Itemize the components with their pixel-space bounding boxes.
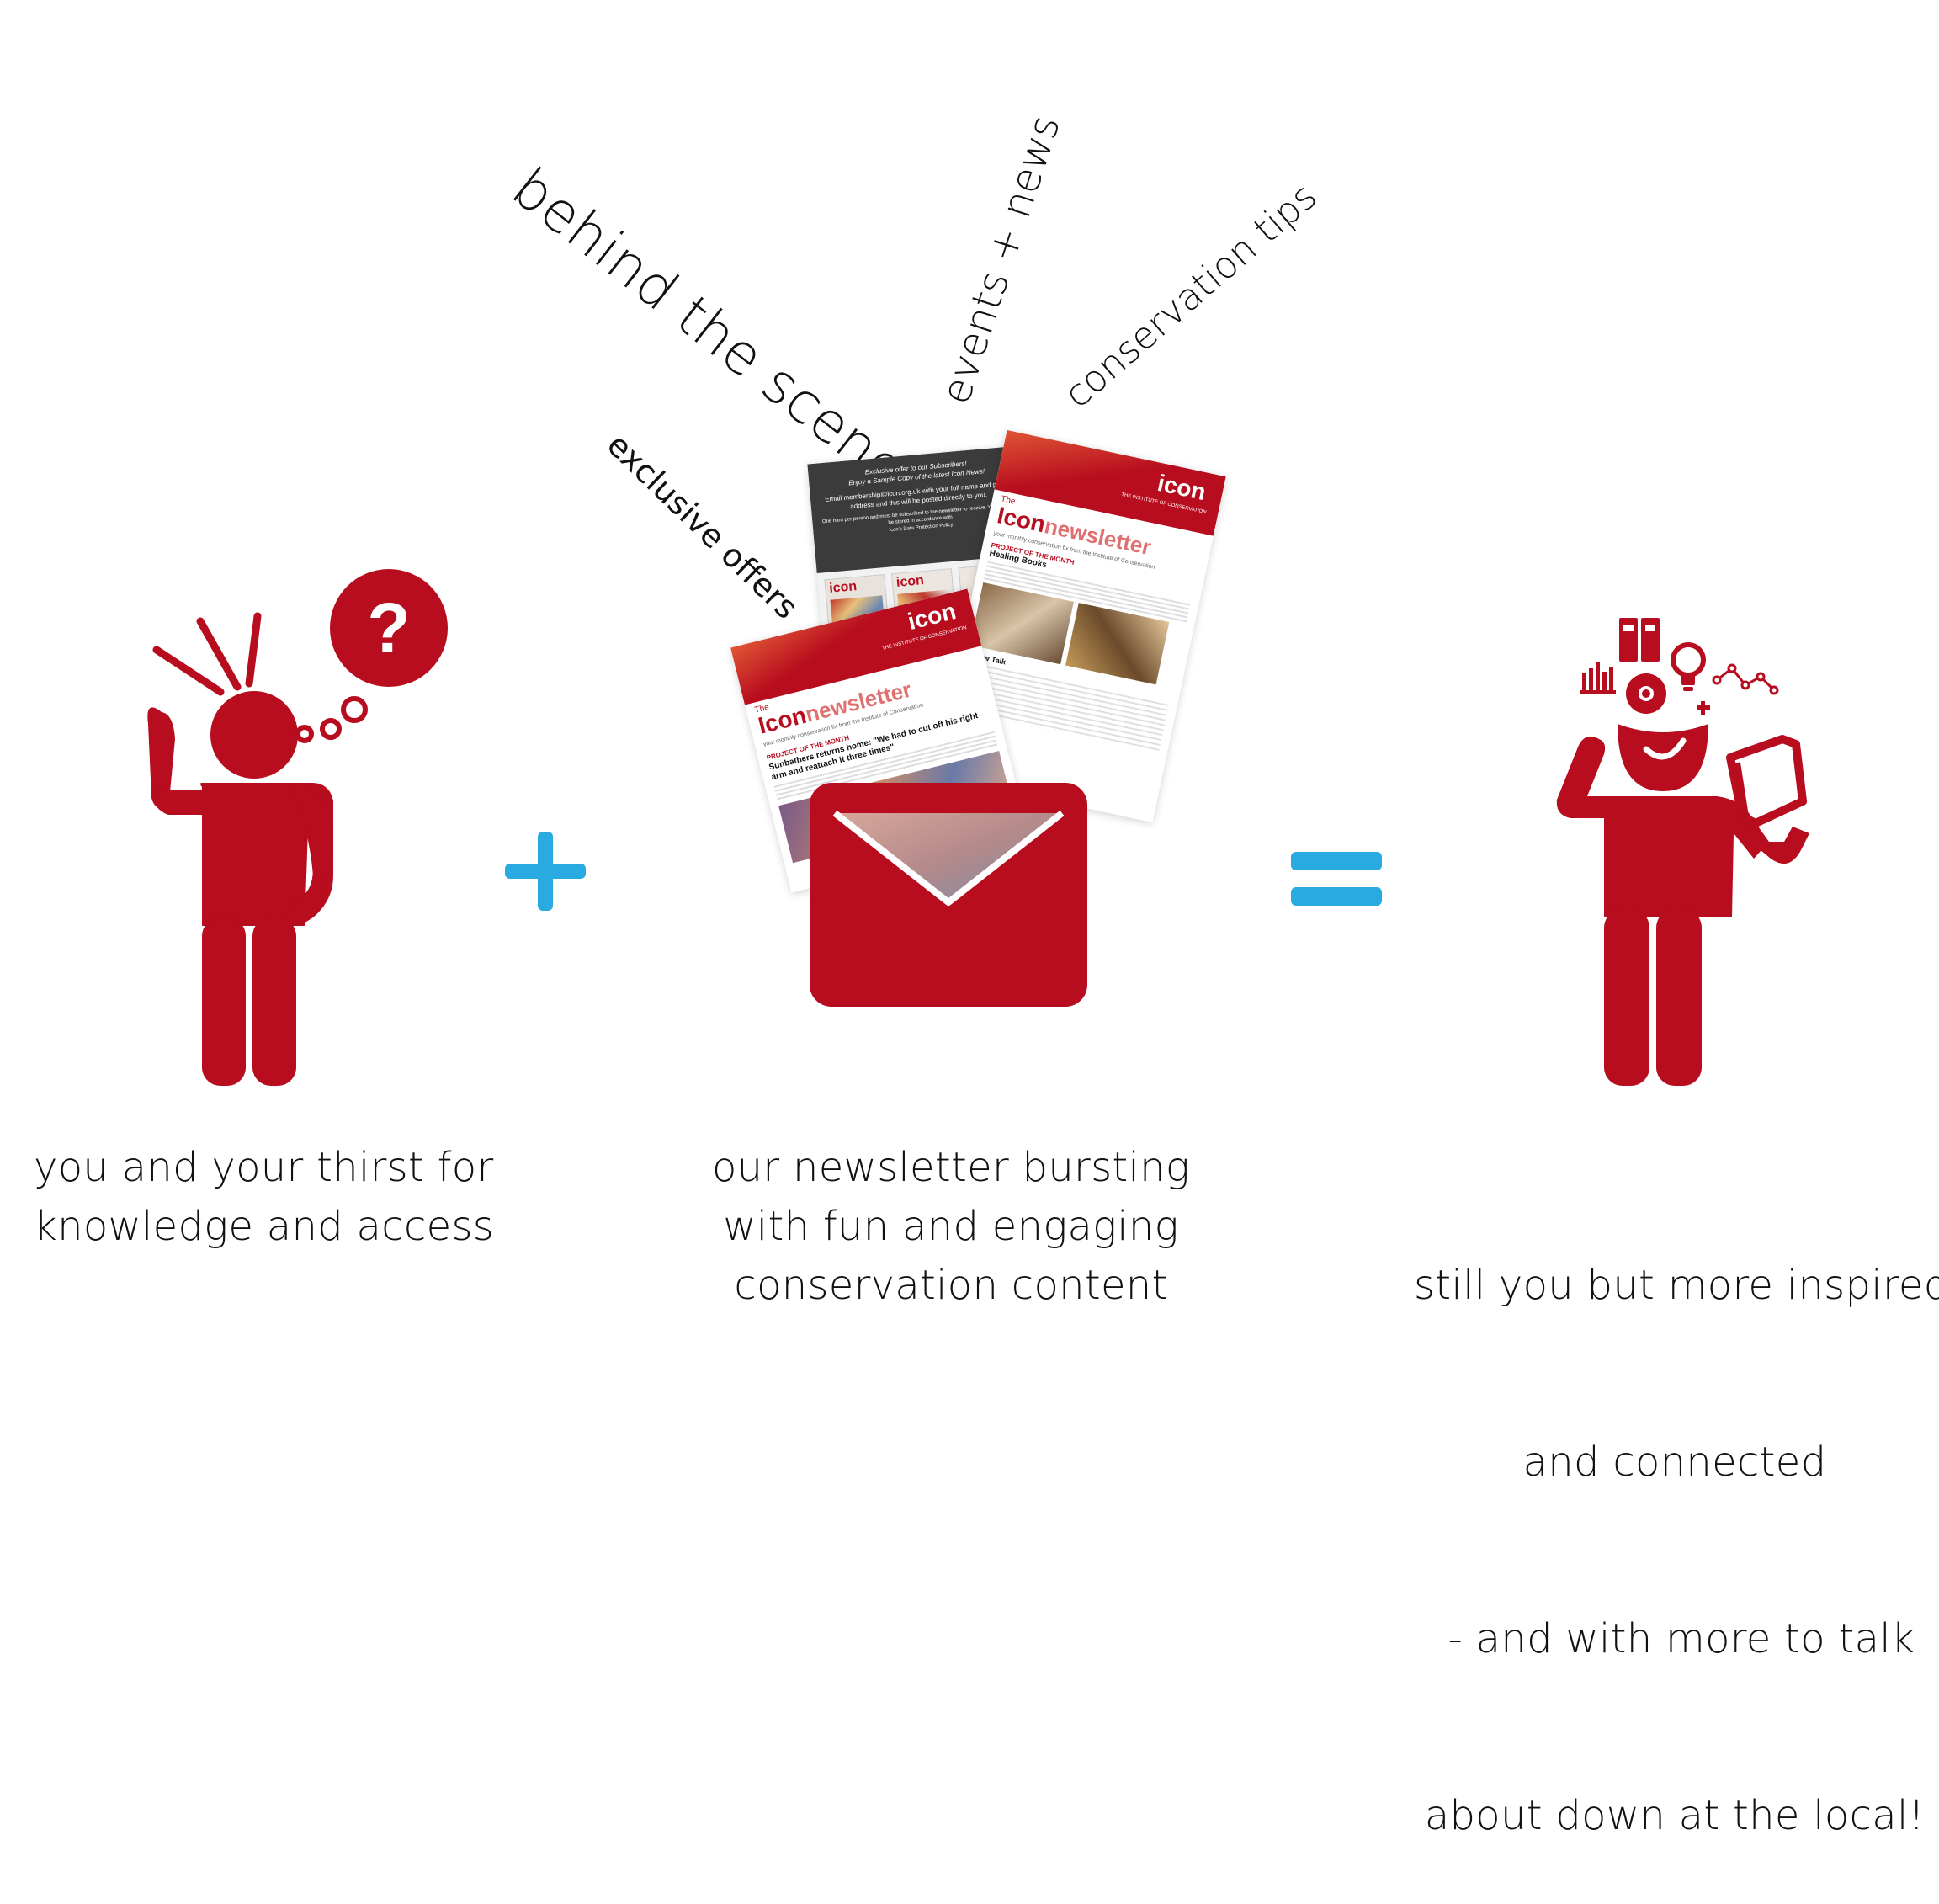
right-caption-line-1: still you but more inspired <box>1414 1262 1939 1309</box>
label-events-news: events + news <box>932 109 1070 410</box>
middle-caption-line-1: our newsletter bursting <box>712 1144 1190 1191</box>
right-caption-line-4: about down at the local! <box>1424 1792 1926 1839</box>
left-caption: you and your thirst for knowledge and ac… <box>34 1138 505 1256</box>
label-exclusive-offers: exclusive offers <box>599 426 805 626</box>
label-conservation-tips: conservation tips <box>1056 174 1325 417</box>
left-caption-line-1: you and your thirst for <box>34 1144 494 1191</box>
right-caption-line-3: - and with more to talk <box>1434 1615 1915 1662</box>
middle-caption-line-2: with fun and engaging <box>723 1203 1179 1250</box>
middle-caption-line-3: conservation content <box>734 1262 1168 1309</box>
middle-caption: our newsletter bursting with fun and eng… <box>699 1138 1203 1315</box>
right-caption: still you but more inspired and connecte… <box>1414 1138 1939 1904</box>
right-caption-line-2: and connected <box>1522 1439 1827 1486</box>
left-caption-line-2: knowledge and access <box>34 1203 495 1250</box>
question-mark-icon: ? <box>367 588 411 667</box>
